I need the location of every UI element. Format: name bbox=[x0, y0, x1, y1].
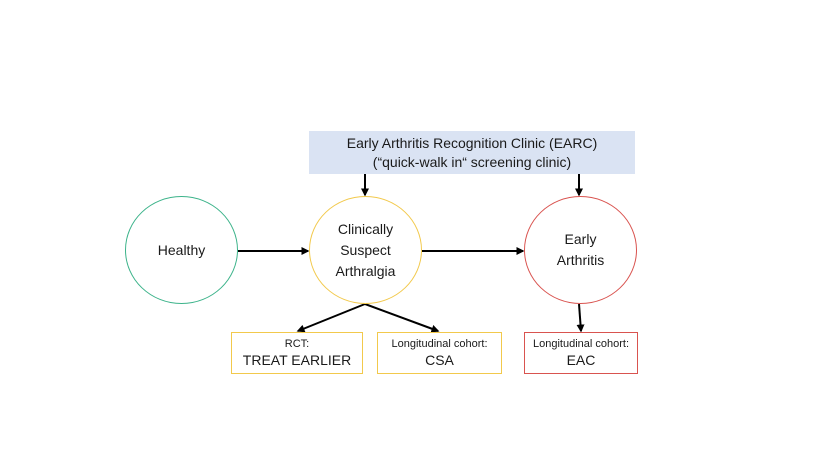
earc-banner: Early Arthritis Recognition Clinic (EARC… bbox=[309, 131, 635, 174]
box-eac-cohort-title: EAC bbox=[566, 352, 596, 368]
node-ea-line2: Arthritis bbox=[556, 252, 605, 268]
box-csa-cohort: Longitudinal cohort: CSA bbox=[377, 332, 502, 374]
arrow-csa-to-csa-cohort bbox=[364, 303, 440, 333]
node-healthy-label: Healthy bbox=[157, 241, 206, 258]
box-rct-treat-earlier: RCT: TREAT EARLIER bbox=[231, 332, 363, 374]
box-csa-cohort-title: CSA bbox=[425, 352, 454, 368]
box-csa-cohort-caption: Longitudinal cohort: bbox=[391, 338, 488, 350]
node-csa-line2: Suspect bbox=[340, 241, 391, 258]
earc-banner-title: Early Arthritis Recognition Clinic (EARC… bbox=[346, 134, 598, 151]
arrow-early-arthritis-to-eac-cohort bbox=[576, 303, 585, 333]
box-eac-cohort: Longitudinal cohort: EAC bbox=[524, 332, 638, 374]
node-early-arthritis: Early Arthritis bbox=[524, 196, 637, 304]
earc-banner-subtitle: (“quick-walk in“ screening clinic) bbox=[372, 153, 572, 170]
box-rct-caption: RCT: bbox=[284, 338, 310, 350]
node-csa-line1: Clinically bbox=[337, 220, 394, 237]
arrow-csa-to-rct bbox=[296, 303, 366, 333]
box-rct-title: TREAT EARLIER bbox=[242, 352, 352, 368]
node-ea-line1: Early bbox=[564, 231, 597, 247]
box-eac-cohort-caption: Longitudinal cohort: bbox=[532, 338, 629, 350]
node-csa-line3: Arthralgia bbox=[335, 262, 396, 279]
node-healthy: Healthy bbox=[125, 196, 238, 304]
node-clinically-suspect-arthralgia: Clinically Suspect Arthralgia bbox=[309, 196, 422, 304]
